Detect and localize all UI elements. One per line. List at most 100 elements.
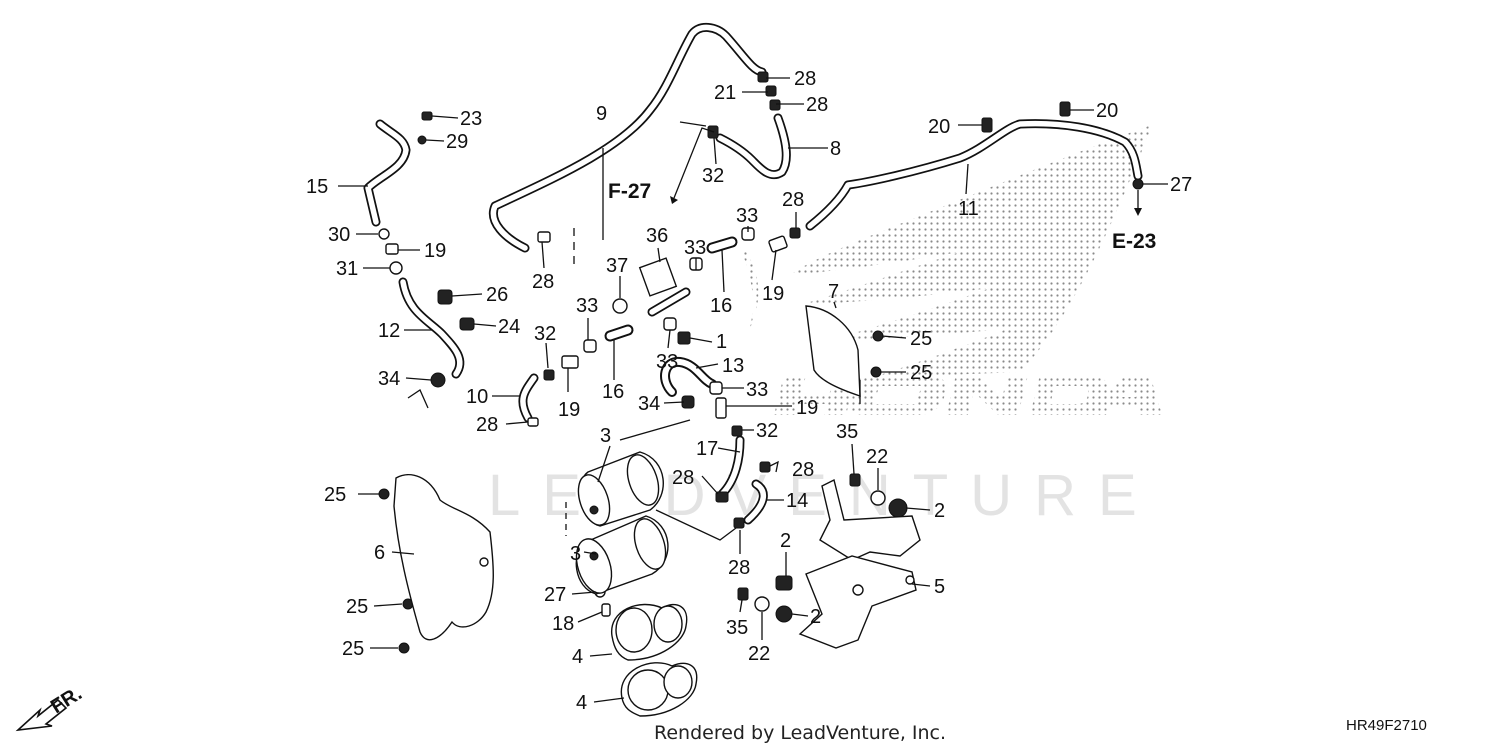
clip-28-d	[757, 71, 769, 83]
honda-wordmark	[774, 375, 1162, 415]
grommet-25-c	[398, 642, 410, 654]
callout-28-a: 28	[476, 414, 498, 436]
nut-22-a	[870, 490, 886, 506]
joint-19-b	[561, 355, 579, 369]
fitting-33-e	[709, 381, 723, 395]
grommet-2-c	[775, 605, 793, 623]
cover-7	[805, 305, 861, 397]
callout-34-a: 34	[378, 368, 400, 390]
callout-19-d: 19	[796, 397, 818, 419]
callout-33-b: 33	[656, 351, 678, 373]
fitting-33-b	[663, 317, 677, 331]
clip-28-e	[769, 99, 781, 111]
callout-2-c: 2	[810, 606, 821, 628]
callout-25-d: 25	[346, 596, 368, 618]
clip-26	[437, 289, 453, 305]
callout-6: 6	[374, 542, 385, 564]
callout-19-a: 19	[424, 240, 446, 262]
leader-lines	[338, 77, 1168, 703]
callout-15: 15	[306, 176, 328, 198]
callout-33-a: 33	[576, 295, 598, 317]
clip-20-a	[981, 117, 993, 133]
callout-19-c: 19	[762, 283, 784, 305]
fitting-18	[601, 603, 611, 617]
callout-36: 36	[646, 225, 668, 247]
diagram-code: HR49F2710	[1346, 717, 1427, 734]
clip-28-a	[789, 227, 801, 239]
callout-25-a: 25	[910, 328, 932, 350]
callout-22-b: 22	[748, 643, 770, 665]
joint-19-c	[768, 235, 788, 253]
callout-25-c: 25	[324, 484, 346, 506]
callout-27-a: 27	[1170, 174, 1192, 196]
callout-20-a: 20	[928, 116, 950, 138]
nut-22-b	[754, 596, 770, 612]
fittings	[378, 71, 1144, 654]
callout-25-e: 25	[342, 638, 364, 660]
callout-28-g: 28	[806, 94, 828, 116]
callout-17: 17	[696, 438, 718, 460]
clip-1	[677, 331, 691, 345]
callout-13: 13	[722, 355, 744, 377]
callout-35-a: 35	[836, 421, 858, 443]
callout-5: 5	[934, 576, 945, 598]
clip-24	[459, 317, 475, 331]
callout-4-a: 4	[572, 646, 583, 668]
callout-labels: 23 29 15 30 19 31 26 24 12 34 10 28 32 1…	[306, 68, 1192, 714]
callout-3-a: 3	[600, 425, 611, 447]
callout-28-d: 28	[672, 467, 694, 489]
callout-2-b: 2	[780, 530, 791, 552]
callout-33-c: 33	[684, 237, 706, 259]
ref-f-27: F-27	[608, 180, 651, 203]
front-direction-arrow-icon: FR.	[15, 683, 86, 732]
clip-28-h	[733, 517, 745, 529]
clamp-27-a	[1132, 178, 1144, 190]
bracket-5	[798, 478, 921, 649]
callout-3-b: 3	[570, 543, 581, 565]
joint-19-a	[385, 243, 399, 255]
callout-18: 18	[552, 613, 574, 635]
clip-32-c	[731, 425, 743, 437]
callout-30: 30	[328, 224, 350, 246]
callout-22-a: 22	[866, 446, 888, 468]
callout-14: 14	[786, 490, 808, 512]
callout-19-b: 19	[558, 399, 580, 421]
grommet-25-a	[378, 488, 390, 500]
callout-37: 37	[606, 255, 628, 277]
fitting-33-a	[583, 339, 597, 353]
callout-28-b: 28	[782, 189, 804, 211]
callout-25-b: 25	[910, 362, 932, 384]
grommet-2-a	[888, 498, 908, 518]
callout-28-h: 28	[532, 271, 554, 293]
clip-28-g	[759, 461, 771, 473]
callout-29: 29	[446, 131, 468, 153]
bracket-4-lower	[620, 662, 698, 717]
callout-2-a: 2	[934, 500, 945, 522]
joint-19-d	[715, 397, 727, 419]
callout-11: 11	[958, 198, 979, 220]
hoses	[363, 23, 1143, 525]
rendered-by-credit: Rendered by LeadVenture, Inc.	[654, 722, 946, 744]
callout-35-b: 35	[726, 617, 748, 639]
honda-wing-logo	[740, 125, 1162, 415]
callout-4-b: 4	[576, 692, 587, 714]
callout-16-b: 16	[710, 295, 732, 317]
clip-28-c	[537, 231, 551, 243]
callout-31: 31	[336, 258, 358, 280]
bolt-35-b	[737, 587, 749, 601]
callout-28-f: 28	[794, 68, 816, 90]
canister-3-upper	[577, 451, 664, 527]
bolt-35-a	[849, 473, 861, 487]
clip-23	[421, 111, 433, 121]
callout-33-e: 33	[746, 379, 768, 401]
callout-28-c: 28	[792, 459, 814, 481]
solenoid-36	[638, 257, 678, 297]
callout-33-d: 33	[736, 205, 758, 227]
clip-32-a	[543, 369, 555, 381]
callout-32-a: 32	[534, 323, 556, 345]
callout-27-b: 27	[544, 584, 566, 606]
callout-8: 8	[830, 138, 841, 160]
callout-24: 24	[498, 316, 520, 338]
callout-23: 23	[460, 108, 482, 130]
